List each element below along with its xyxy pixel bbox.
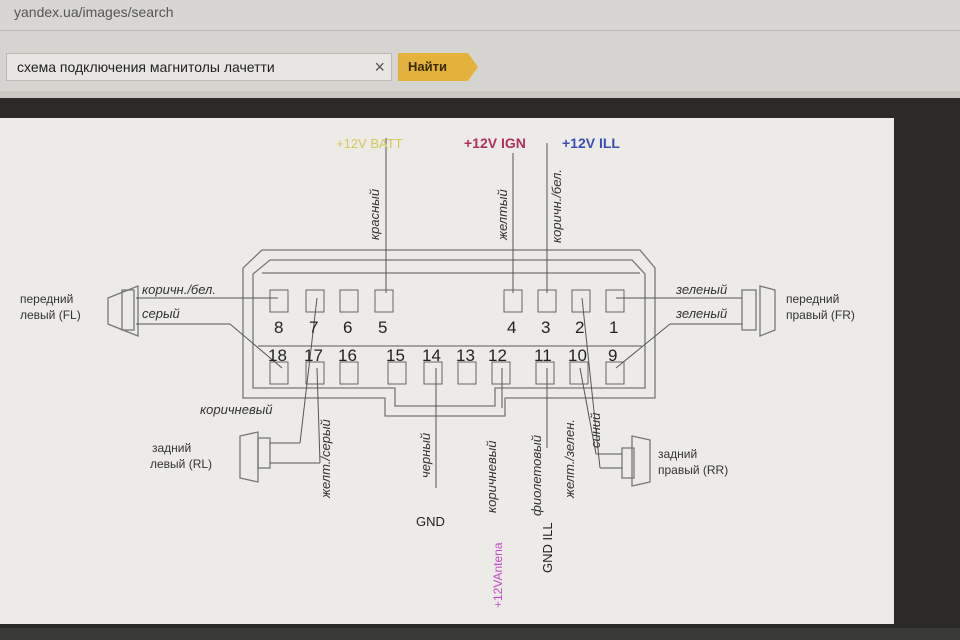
speaker-fl-line1: передний [20, 292, 73, 306]
label-gnd-ill: GND ILL [540, 522, 555, 573]
label-12v-ign: +12V IGN [464, 135, 526, 151]
wiring-diagram: +12V BATT +12V IGN +12V ILL красный желт… [20, 135, 855, 608]
pin-3: 3 [541, 318, 550, 337]
search-button[interactable]: Найти [398, 53, 478, 81]
pin-11: 11 [534, 346, 552, 365]
pin-18: 18 [268, 346, 287, 365]
pin-9: 9 [608, 346, 617, 365]
address-bar[interactable]: yandex.ua/images/search [0, 0, 960, 31]
pin-5: 5 [378, 318, 387, 337]
wire-siniy: синий [588, 413, 603, 448]
wire-zhelt-zelen: желт./зелен. [562, 419, 577, 499]
speaker-fl-line2: левый (FL) [20, 308, 81, 322]
pin-10: 10 [568, 346, 587, 365]
wire-korich-bel-top: коричн./бел. [549, 169, 564, 243]
pin-4: 4 [507, 318, 516, 337]
url-text[interactable]: yandex.ua/images/search [14, 4, 174, 20]
wire-zhelt-sery: желт./серый [318, 419, 333, 499]
label-12v-ill: +12V ILL [562, 135, 620, 151]
wire-zeleny-1: зеленый [675, 282, 727, 297]
speaker-rl-line1: задний [152, 441, 191, 455]
pin-17: 17 [304, 346, 323, 365]
speaker-fr-line2: правый (FR) [786, 308, 855, 322]
pin-6: 6 [343, 318, 352, 337]
pin-12: 12 [488, 346, 507, 365]
wire-sery: серый [142, 306, 180, 321]
search-input[interactable]: схема подключения магнитолы лачетти × [6, 53, 392, 81]
speaker-rl-line2: левый (RL) [150, 457, 212, 471]
wire-krasny: красный [367, 189, 382, 240]
pin-15: 15 [386, 346, 405, 365]
taskbar [0, 628, 960, 640]
clear-icon[interactable]: × [374, 57, 385, 77]
search-query[interactable]: схема подключения магнитолы лачетти [17, 59, 275, 75]
pin-2: 2 [575, 318, 584, 337]
label-gnd: GND [416, 514, 445, 529]
pin-7: 7 [309, 318, 318, 337]
wire-korichnevy-12: коричневый [484, 440, 499, 513]
label-12v-batt: +12V BATT [336, 136, 403, 151]
pin-13: 13 [456, 346, 475, 365]
wiring-diagram-image[interactable]: +12V BATT +12V IGN +12V ILL красный желт… [0, 118, 894, 624]
wire-zeleny-2: зеленый [675, 306, 727, 321]
wire-korichnevy-left: коричневый [200, 402, 273, 417]
wire-cherny: черный [418, 433, 433, 478]
speaker-rr-line2: правый (RR) [658, 463, 728, 477]
search-row: схема подключения магнитолы лачетти × На… [0, 31, 960, 91]
wire-korich-bel-left: коричн./бел. [142, 282, 216, 297]
speaker-rr-line1: задний [658, 447, 697, 461]
pin-14: 14 [422, 346, 441, 365]
label-12v-antena: +12VAntena [491, 542, 505, 608]
wire-zhelty: желтый [495, 189, 510, 241]
pin-1: 1 [609, 318, 618, 337]
speaker-fr-line1: передний [786, 292, 839, 306]
pin-8: 8 [274, 318, 283, 337]
wire-fioletovy: фиолетовый [529, 435, 544, 516]
pin-16: 16 [338, 346, 357, 365]
